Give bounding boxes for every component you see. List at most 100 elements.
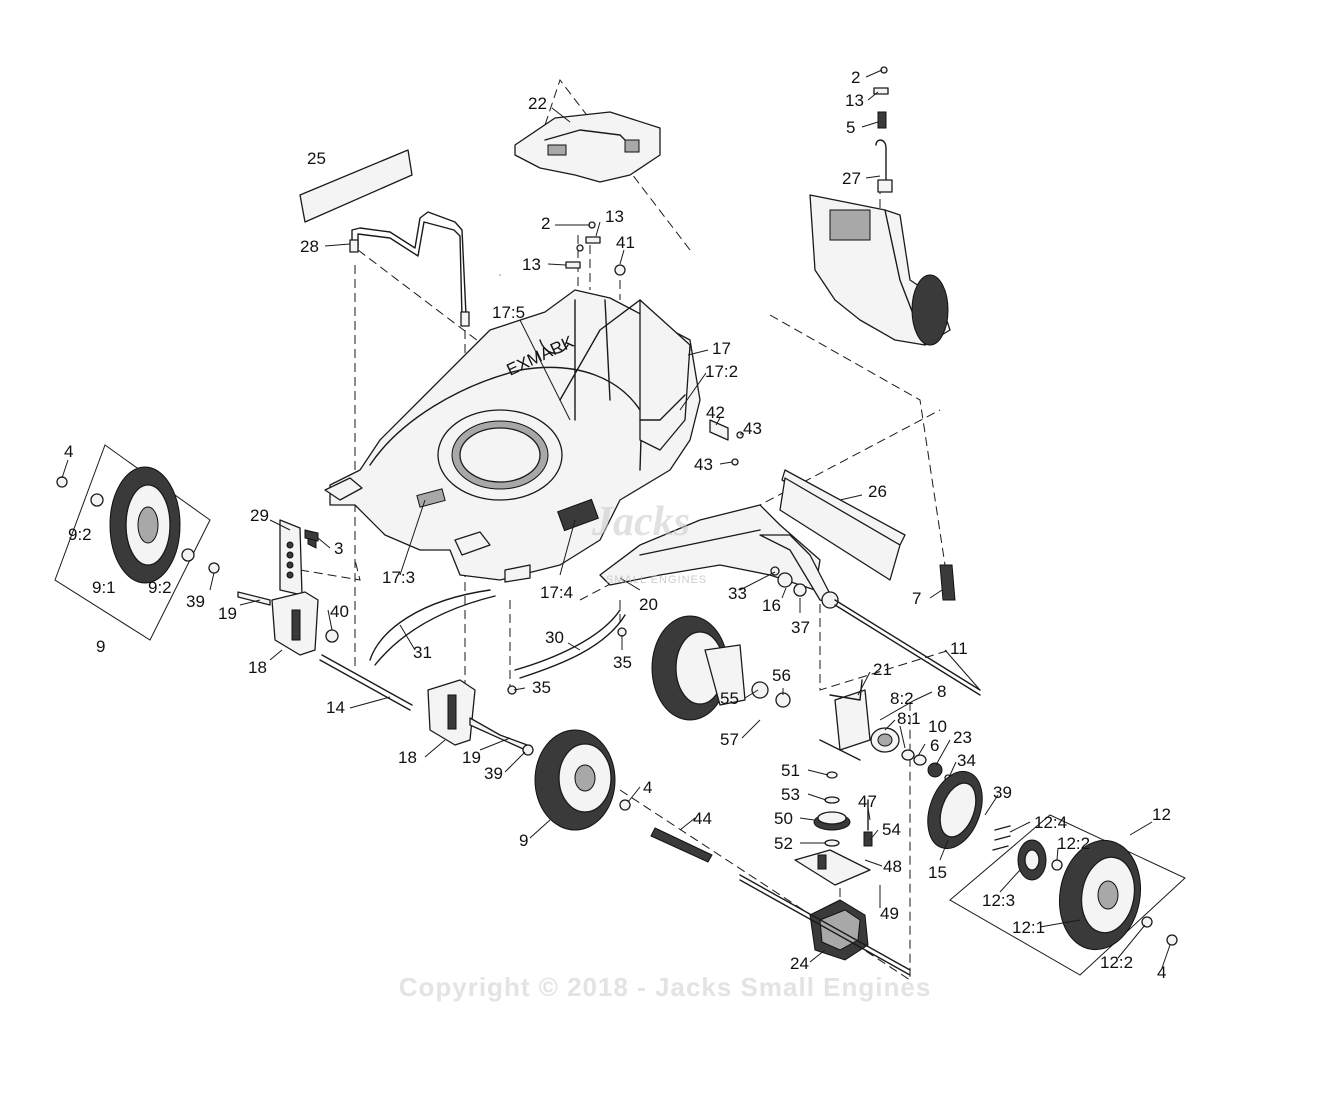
watermark-logo-subtitle: SMALL ENGINES bbox=[606, 574, 708, 586]
label-39: 39 bbox=[993, 783, 1012, 802]
watermark-logo-title: Jacks bbox=[592, 499, 690, 545]
spring-7 bbox=[939, 564, 956, 601]
label-43: 43 bbox=[694, 455, 713, 474]
label-17: 17 bbox=[712, 339, 731, 358]
label-21: 21 bbox=[873, 660, 892, 679]
label-16: 16 bbox=[762, 596, 781, 615]
label-4: 4 bbox=[64, 442, 73, 461]
label-48: 48 bbox=[883, 857, 902, 876]
label-12-4: 12:4 bbox=[1034, 813, 1067, 832]
label-3: 3 bbox=[334, 539, 343, 558]
rear-baffle bbox=[599, 469, 906, 609]
label-17-5: 17:5 bbox=[492, 303, 525, 322]
label-23: 23 bbox=[953, 728, 972, 747]
label-8: 8 bbox=[937, 682, 946, 701]
decal-strip bbox=[299, 149, 413, 223]
label-52: 52 bbox=[774, 834, 793, 853]
label-39: 39 bbox=[484, 764, 503, 783]
label-28: 28 bbox=[300, 237, 319, 256]
label-43: 43 bbox=[743, 419, 762, 438]
label-17-4: 17:4 bbox=[540, 583, 573, 602]
label-9-2: 9:2 bbox=[148, 578, 172, 597]
small-hardware bbox=[304, 221, 780, 576]
label-29: 29 bbox=[250, 506, 269, 525]
rear-axle-rod bbox=[834, 599, 981, 696]
label-13: 13 bbox=[605, 207, 624, 226]
height-adjust-lever bbox=[819, 679, 871, 761]
label-26: 26 bbox=[868, 482, 887, 501]
drive-gear-stack bbox=[870, 727, 952, 782]
wheel-assembly-rear-right bbox=[949, 814, 1186, 976]
wheel-front-right bbox=[522, 729, 631, 831]
label-15: 15 bbox=[928, 863, 947, 882]
label-12-2: 12:2 bbox=[1100, 953, 1133, 972]
rear-shield bbox=[514, 111, 661, 183]
label-41: 41 bbox=[616, 233, 635, 252]
label-13: 13 bbox=[522, 255, 541, 274]
label-19: 19 bbox=[218, 604, 237, 623]
front-axle bbox=[319, 654, 413, 711]
label-22: 22 bbox=[528, 94, 547, 113]
label-12-1: 12:1 bbox=[1012, 918, 1045, 937]
label-8-1: 8:1 bbox=[897, 709, 921, 728]
label-7: 7 bbox=[912, 589, 921, 608]
label-49: 49 bbox=[880, 904, 899, 923]
height-adjuster-front-right bbox=[427, 679, 531, 753]
part-labels: 2 13 5 27 22 25 2 13 13 41 28 17:5 17 17… bbox=[64, 68, 1171, 982]
label-31: 31 bbox=[413, 643, 432, 662]
label-30: 30 bbox=[545, 628, 564, 647]
label-33: 33 bbox=[728, 584, 747, 603]
label-5: 5 bbox=[846, 118, 855, 137]
drive-spring-44 bbox=[650, 827, 713, 863]
label-56: 56 bbox=[772, 666, 791, 685]
label-4: 4 bbox=[643, 778, 652, 797]
label-9: 9 bbox=[96, 637, 105, 656]
label-18: 18 bbox=[248, 658, 267, 677]
label-19: 19 bbox=[462, 748, 481, 767]
label-12-3: 12:3 bbox=[982, 891, 1015, 910]
label-2: 2 bbox=[851, 68, 860, 87]
label-17-2: 17:2 bbox=[705, 362, 738, 381]
label-17-3: 17:3 bbox=[382, 568, 415, 587]
label-42: 42 bbox=[706, 403, 725, 422]
height-adjuster-front-left bbox=[237, 519, 339, 656]
label-8-2: 8:2 bbox=[890, 689, 914, 708]
label-20: 20 bbox=[639, 595, 658, 614]
wheel-assembly-front-left bbox=[54, 444, 220, 641]
label-54: 54 bbox=[882, 820, 901, 839]
copyright-watermark: Copyright © 2018 - Jacks Small Engines bbox=[398, 972, 932, 1002]
label-12: 12 bbox=[1152, 805, 1171, 824]
handle-bar bbox=[349, 211, 470, 327]
grass-bag-assembly bbox=[809, 66, 951, 346]
label-40: 40 bbox=[330, 602, 349, 621]
label-2: 2 bbox=[541, 214, 550, 233]
label-4: 4 bbox=[1157, 963, 1166, 982]
label-53: 53 bbox=[781, 785, 800, 804]
label-25: 25 bbox=[307, 149, 326, 168]
label-27: 27 bbox=[842, 169, 861, 188]
label-6: 6 bbox=[930, 736, 939, 755]
label-13: 13 bbox=[845, 91, 864, 110]
label-44: 44 bbox=[693, 809, 712, 828]
label-10: 10 bbox=[928, 717, 947, 736]
label-12-2: 12:2 bbox=[1057, 834, 1090, 853]
label-51: 51 bbox=[781, 761, 800, 780]
label-39: 39 bbox=[186, 592, 205, 611]
label-37: 37 bbox=[791, 618, 810, 637]
label-35: 35 bbox=[613, 653, 632, 672]
wheel-hub-cover bbox=[927, 770, 983, 850]
pulley-assembly bbox=[794, 771, 873, 886]
label-35: 35 bbox=[532, 678, 551, 697]
label-50: 50 bbox=[774, 809, 793, 828]
transmission bbox=[739, 874, 911, 976]
label-9: 9 bbox=[519, 831, 528, 850]
leader-lines bbox=[61, 69, 1171, 969]
label-55: 55 bbox=[720, 689, 739, 708]
label-57: 57 bbox=[720, 730, 739, 749]
label-9-2: 9:2 bbox=[68, 525, 92, 544]
cables bbox=[369, 589, 627, 695]
label-18: 18 bbox=[398, 748, 417, 767]
label-34: 34 bbox=[957, 751, 976, 770]
label-47: 47 bbox=[858, 792, 877, 811]
